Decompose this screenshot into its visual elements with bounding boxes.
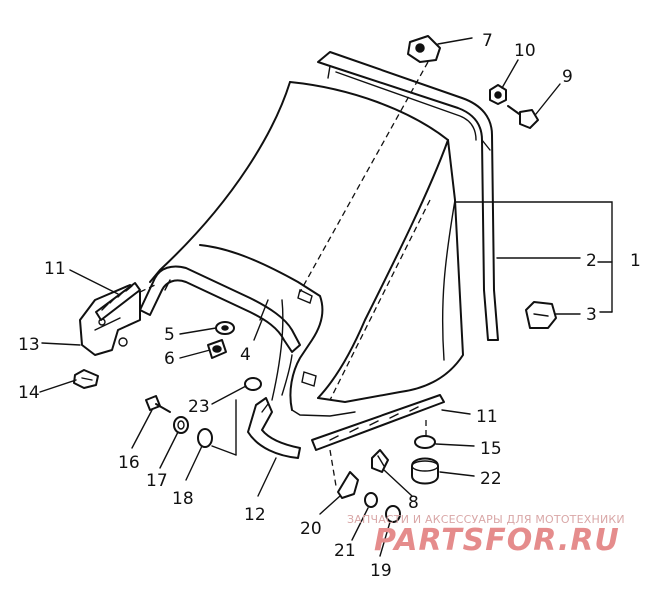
watermark-logo: PARTSFOR.RU [374,523,620,558]
callout-4: 4 [240,345,251,365]
clip-3 [525,301,557,329]
callout-numbers: 7 10 9 2 1 3 11 13 14 5 6 4 23 16 17 18 … [18,31,641,581]
grommet-5 [215,321,235,335]
callout-13: 13 [18,335,40,355]
assembly-lines [139,61,431,487]
callout-6: 6 [164,349,175,369]
washer-18 [197,428,213,448]
callout-11-bottom: 11 [476,407,498,427]
callout-14: 14 [18,383,40,403]
callout-12: 12 [244,505,266,525]
upper-trim-molding [317,51,499,341]
callout-19: 19 [370,561,392,581]
bolt-16 [145,395,171,413]
callout-8: 8 [408,493,419,513]
callout-7: 7 [482,31,493,51]
callout-2: 2 [586,251,597,271]
watermark-tagline: ЗАПЧАСТИ И АКСЕССУАРЫ ДЛЯ МОТОТЕХНИКИ [347,513,625,526]
callout-15: 15 [480,439,502,459]
callout-20: 20 [300,519,322,539]
callout-17: 17 [146,471,168,491]
collar-6 [207,339,227,359]
grommet-15 [414,435,436,449]
callout-9: 9 [562,67,573,87]
washer-21 [364,492,378,508]
callout-11-top: 11 [44,259,66,279]
clip-8 [371,449,389,473]
callout-16: 16 [118,453,140,473]
lower-bracket-12 [235,397,301,459]
callout-23: 23 [188,397,210,417]
callout-5: 5 [164,325,175,345]
leg-shield-panel [149,81,464,417]
callout-18: 18 [172,489,194,509]
clip-7 [407,35,441,63]
leader-lines [39,37,613,557]
clip-20 [337,471,359,499]
callout-1: 1 [630,251,641,271]
cap-22 [411,457,439,485]
collar-17 [173,416,189,434]
callout-3: 3 [586,305,597,325]
left-seal-strip [95,282,141,321]
screw-9 [507,105,539,129]
callout-10: 10 [514,41,536,61]
nut-10 [489,84,507,105]
callout-21: 21 [334,541,356,561]
bottom-seal-strip [311,394,445,451]
watermark: ЗАПЧАСТИ И АКСЕССУАРЫ ДЛЯ МОТОТЕХНИКИ PA… [347,513,625,558]
lower-trim-molding [139,265,301,401]
grommet-23 [244,377,262,391]
clip-14 [73,369,99,389]
callout-22: 22 [480,469,502,489]
nut-19 [385,505,401,523]
